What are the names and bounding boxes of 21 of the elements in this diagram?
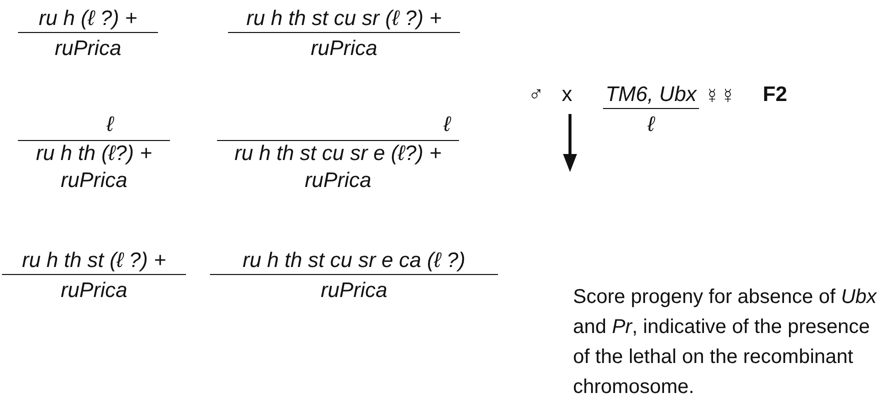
genotype-text: ru h th (ℓ?) + bbox=[18, 140, 170, 167]
genotype-text: ruPrica bbox=[310, 36, 378, 62]
genotype-text: ruPrica bbox=[304, 168, 372, 194]
genotype-text: ru h th st (ℓ ?) + bbox=[2, 248, 186, 275]
note-text: Score progeny for absence of Ubx and Pr, indicative of the presence of the lethal on the recombinant chromosome. bbox=[573, 285, 878, 400]
genotype-text: ruPrica bbox=[60, 278, 128, 304]
genotype-text: ruPrica bbox=[60, 168, 128, 194]
genotype-text: ruPrica bbox=[320, 278, 388, 304]
genotype-text: ru h th st cu sr (ℓ ?) + bbox=[228, 6, 460, 33]
genotype-text: ru h th st cu sr e ca (ℓ ?) bbox=[210, 248, 498, 275]
genotype-text: ru h (ℓ ?) + bbox=[18, 6, 158, 33]
generation-label: F2 bbox=[762, 82, 788, 108]
genotype-text: ℓ bbox=[442, 112, 452, 138]
sex-symbol: ☿☿ bbox=[703, 84, 737, 110]
genotype-text: ℓ bbox=[646, 112, 656, 138]
cross-sign: x bbox=[560, 82, 574, 108]
sex-symbol: ♂ bbox=[527, 82, 545, 108]
genotype-text: ruPrica bbox=[54, 36, 122, 62]
genotype-text: TM6, Ubx bbox=[603, 82, 699, 109]
genotype-text: ℓ bbox=[106, 112, 116, 138]
genotype-text: ru h th st cu sr e (ℓ?) + bbox=[217, 140, 459, 167]
